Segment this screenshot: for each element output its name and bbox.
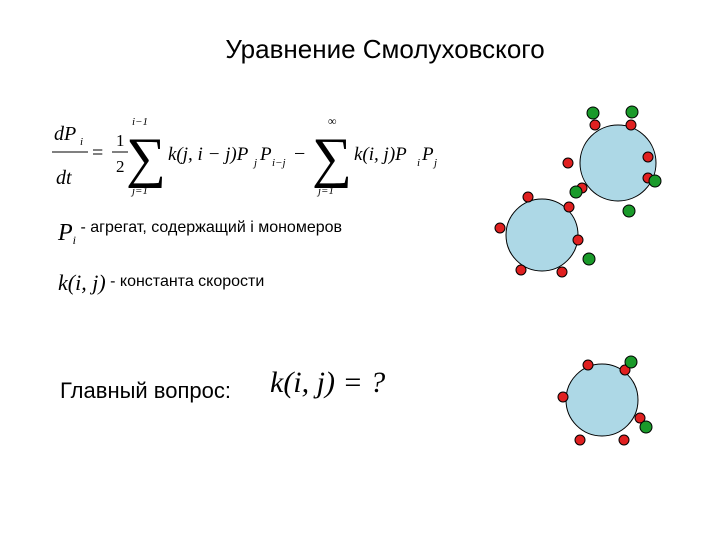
sum1-upper-limit: i−1 xyxy=(132,116,148,128)
monomer-red xyxy=(522,191,534,203)
monomer-red xyxy=(494,222,506,234)
equals-sign: = xyxy=(92,142,103,164)
minus-sign: − xyxy=(294,143,305,165)
sum2-upper-limit: ∞ xyxy=(328,114,337,128)
sum2-lower-limit: j=1 xyxy=(316,185,334,197)
monomer-green xyxy=(586,106,600,120)
smoluchowski-equation: dP i dt = 1 2 i−1 ∑ j=1 k(j, i − j)P j P… xyxy=(52,114,437,197)
definition-kij: k(i, j) - константа скорости xyxy=(58,270,264,296)
main-question-formula: k(i, j) = ? xyxy=(270,366,386,399)
half-numerator: 1 xyxy=(116,131,125,150)
monomer-red xyxy=(582,359,594,371)
sum1-lower-limit: j=1 xyxy=(130,185,148,197)
sum1-term-p2: P xyxy=(259,144,272,165)
aggregate-particles-illustration xyxy=(494,105,662,446)
lhs-denominator: dt xyxy=(56,167,72,189)
monomer-red xyxy=(634,412,646,424)
pi-symbol-sub: i xyxy=(72,233,77,248)
sum2-term: k(i, j)P xyxy=(354,144,407,165)
monomer-red xyxy=(572,234,584,246)
monomer-red xyxy=(625,119,637,131)
monomer-red xyxy=(618,434,630,446)
monomer-green xyxy=(569,185,583,199)
sum1-term-sub2: i−j xyxy=(272,157,286,169)
pi-description: - агрегат, содержащий i мономеров xyxy=(80,219,343,236)
sum1-term-sub1: j xyxy=(252,157,257,169)
monomer-green xyxy=(624,355,638,369)
pi-symbol: P xyxy=(58,220,73,246)
monomer-red xyxy=(556,266,568,278)
lhs-numerator-sub: i xyxy=(80,136,83,148)
monomer-red xyxy=(515,264,527,276)
monomer-red xyxy=(574,434,586,446)
monomer-green xyxy=(648,174,662,188)
sum2-term-sub2: j xyxy=(432,157,437,169)
sum2-term-sub1: i xyxy=(417,157,420,169)
monomer-red xyxy=(642,151,654,163)
monomer-red xyxy=(563,201,575,213)
sum2-term-p2: P xyxy=(421,144,434,165)
monomer-red xyxy=(562,157,574,169)
sum2-sigma: ∑ xyxy=(312,127,352,189)
main-question-label: Главный вопрос: xyxy=(60,378,231,403)
kij-symbol: k(i, j) xyxy=(58,270,106,295)
kij-description: - константа скорости xyxy=(110,273,265,290)
particle-large-top xyxy=(579,124,657,202)
monomer-green xyxy=(639,420,653,434)
definition-pi: Pi - агрегат, содержащий i мономеров xyxy=(58,219,343,248)
monomer-red xyxy=(589,119,601,131)
sum1-term: k(j, i − j)P xyxy=(168,144,249,165)
monomer-red xyxy=(557,391,569,403)
lhs-numerator: dP xyxy=(54,123,76,145)
monomer-red xyxy=(619,364,631,376)
monomer-green xyxy=(582,252,596,266)
slide-title: Уравнение Смолуховского xyxy=(225,34,545,64)
monomer-green xyxy=(625,105,639,119)
half-denominator: 2 xyxy=(116,157,125,176)
monomer-green xyxy=(622,204,636,218)
sum1-sigma: ∑ xyxy=(126,127,166,189)
